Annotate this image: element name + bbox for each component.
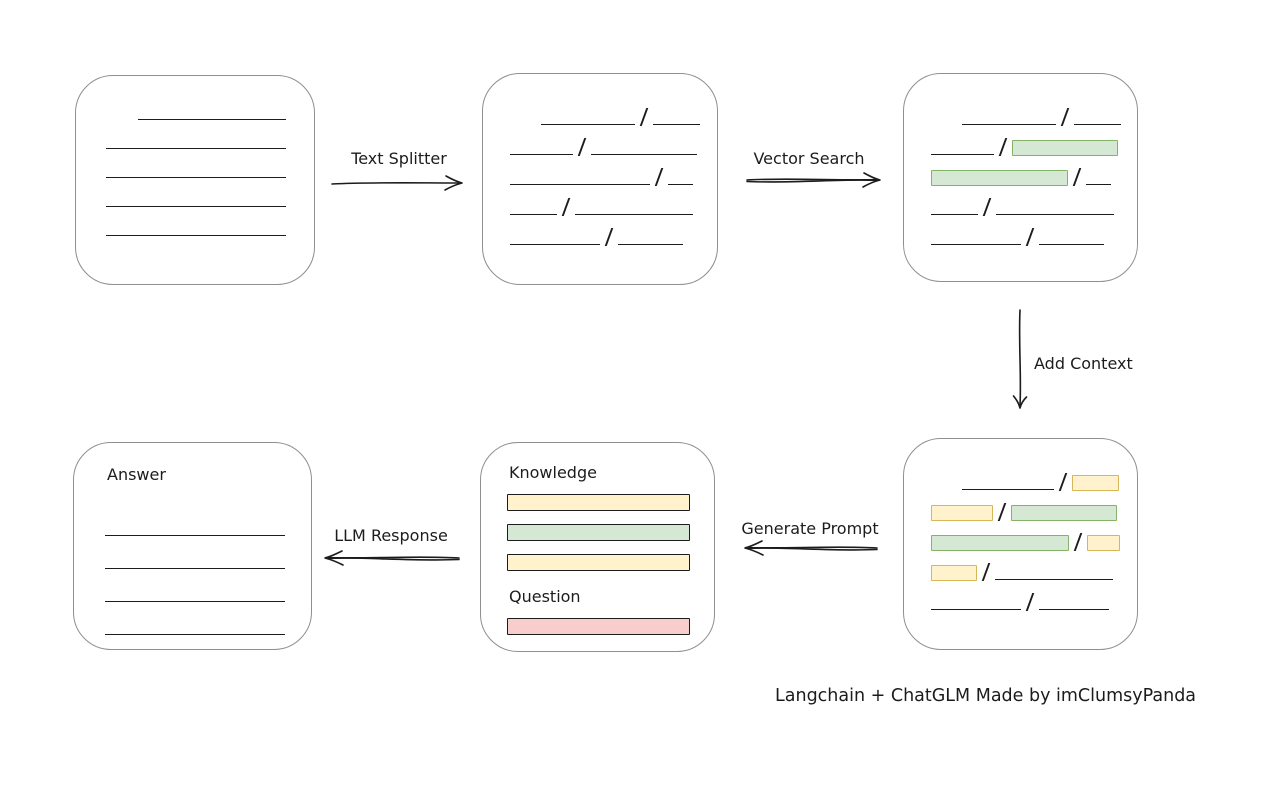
slash-separator [561, 198, 571, 216]
slash-separator [1058, 473, 1068, 491]
text-line-segment [931, 609, 1021, 610]
text-line-segment [510, 184, 650, 185]
slash-separator [998, 138, 1008, 156]
chunk-row [510, 216, 717, 246]
answer-label: Answer [107, 465, 166, 484]
green-highlight-segment [931, 170, 1068, 186]
slash-separator [654, 168, 664, 186]
chunk-row [510, 126, 717, 156]
generate-prompt-arrow-label: Generate Prompt [741, 519, 879, 538]
yellow-highlight-segment [1072, 475, 1119, 491]
text-line [106, 177, 286, 178]
green-highlight-segment [1011, 505, 1117, 521]
slash-separator [1072, 168, 1082, 186]
yellow-highlight-segment [931, 505, 993, 521]
text-line-segment [510, 214, 557, 215]
text-line-segment [1039, 609, 1109, 610]
text-line [138, 119, 286, 120]
slash-separator [981, 563, 991, 581]
green-highlight-segment [1012, 140, 1118, 156]
chunk-row [931, 126, 1137, 156]
yellow-bar [507, 554, 690, 571]
slash-separator [982, 198, 992, 216]
slash-separator [1025, 593, 1035, 611]
text-line-segment [510, 154, 573, 155]
answer-text-lines [74, 443, 311, 635]
diagram-caption: Langchain + ChatGLM Made by imClumsyPand… [775, 686, 1197, 706]
text-line [105, 535, 285, 536]
slash-separator [1025, 228, 1035, 246]
slash-separator [639, 108, 649, 126]
text-line [105, 601, 285, 602]
text-line-segment [1086, 184, 1111, 185]
text-line-segment [931, 214, 978, 215]
text-line [106, 206, 286, 207]
green-bar [507, 524, 690, 541]
text-line-segment [575, 214, 693, 215]
text-line-segment [962, 489, 1054, 490]
text-line-segment [618, 244, 683, 245]
chunk-row [510, 186, 717, 216]
chunk-row [510, 96, 717, 126]
yellow-highlight-segment [931, 565, 977, 581]
prompt-section-label: Question [509, 587, 581, 606]
text-splitter-arrow-label: Text Splitter [351, 149, 447, 168]
chunk-row [510, 156, 717, 186]
chunk-row [931, 186, 1137, 216]
text-line [105, 568, 285, 569]
text-line-segment [995, 579, 1113, 580]
searched-chunks-rows [904, 74, 1137, 281]
slash-separator [577, 138, 587, 156]
text-line-segment [653, 124, 700, 125]
document-node [75, 75, 315, 285]
text-line-segment [510, 244, 600, 245]
text-line [106, 148, 286, 149]
text-line-segment [591, 154, 697, 155]
text-line-segment [931, 154, 994, 155]
text-line-segment [962, 124, 1056, 125]
yellow-bar [507, 494, 690, 511]
llm-response-arrow-label: LLM Response [334, 526, 448, 545]
split-chunks-rows [483, 74, 717, 284]
text-line [105, 634, 285, 635]
slash-separator [997, 503, 1007, 521]
answer-node: Answer [73, 442, 312, 650]
slash-separator [1060, 108, 1070, 126]
green-highlight-segment [931, 535, 1069, 551]
red-bar [507, 618, 690, 635]
vector-search-arrow-label: Vector Search [753, 149, 865, 168]
vector-search-arrow [744, 168, 886, 190]
text-line-segment [1039, 244, 1104, 245]
chunk-row [931, 216, 1137, 246]
text-line-segment [541, 124, 635, 125]
slash-separator [1073, 533, 1083, 551]
document-text-lines [76, 76, 314, 236]
yellow-highlight-segment [1087, 535, 1120, 551]
chunk-row [931, 581, 1137, 611]
text-line-segment [996, 214, 1114, 215]
split-chunks-node [482, 73, 718, 285]
text-line-segment [931, 244, 1021, 245]
add-context-arrow [1009, 307, 1031, 415]
slash-separator [604, 228, 614, 246]
add-context-arrow-label: Add Context [1034, 354, 1133, 373]
searched-chunks-node [903, 73, 1138, 282]
prompt-section-label: Knowledge [509, 463, 597, 482]
llm-response-arrow [320, 546, 462, 568]
context-chunks-node [903, 438, 1138, 650]
text-line-segment [668, 184, 693, 185]
text-line [106, 235, 286, 236]
chunk-row [931, 491, 1137, 521]
generate-prompt-arrow [740, 536, 880, 558]
chunk-row [931, 156, 1137, 186]
text-line-segment [1074, 124, 1121, 125]
chunk-row [931, 521, 1137, 551]
chunk-row [931, 551, 1137, 581]
context-chunks-rows [904, 439, 1137, 649]
chunk-row [931, 461, 1137, 491]
chunk-row [931, 96, 1137, 126]
text-splitter-arrow [330, 171, 468, 193]
